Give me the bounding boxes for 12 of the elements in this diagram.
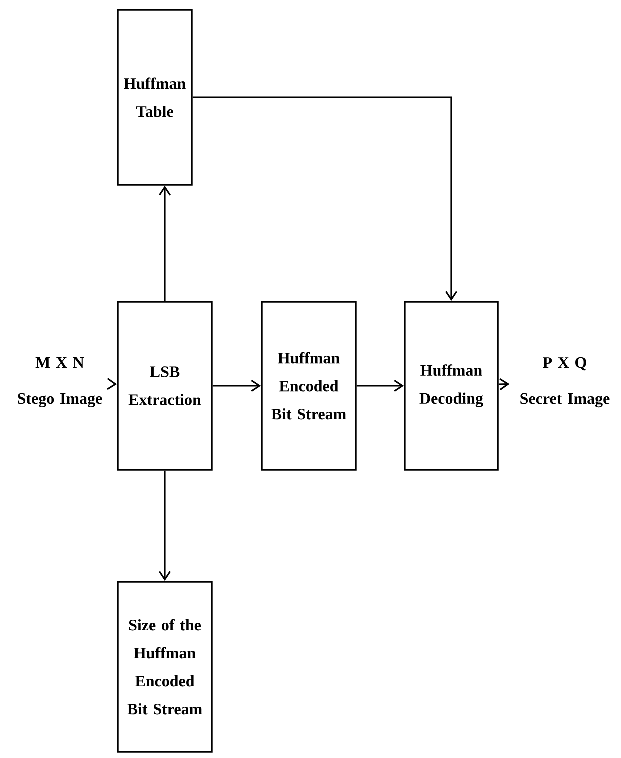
arrow	[159, 186, 171, 302]
arrow	[159, 470, 171, 582]
process-box: Huffman Encoded Bit Stream	[261, 301, 357, 471]
arrow	[212, 380, 262, 392]
process-box: Size of the Huffman Encoded Bit Stream	[117, 581, 213, 753]
process-box: Huffman Table	[117, 9, 193, 186]
io-label: M X N Stego Image	[18, 358, 102, 408]
arrow	[192, 96, 458, 302]
process-box: Huffman Decoding	[404, 301, 499, 471]
arrow	[356, 380, 404, 392]
io-label: P X Q Secret Image	[520, 357, 610, 408]
process-box: LSB Extraction	[117, 301, 213, 471]
